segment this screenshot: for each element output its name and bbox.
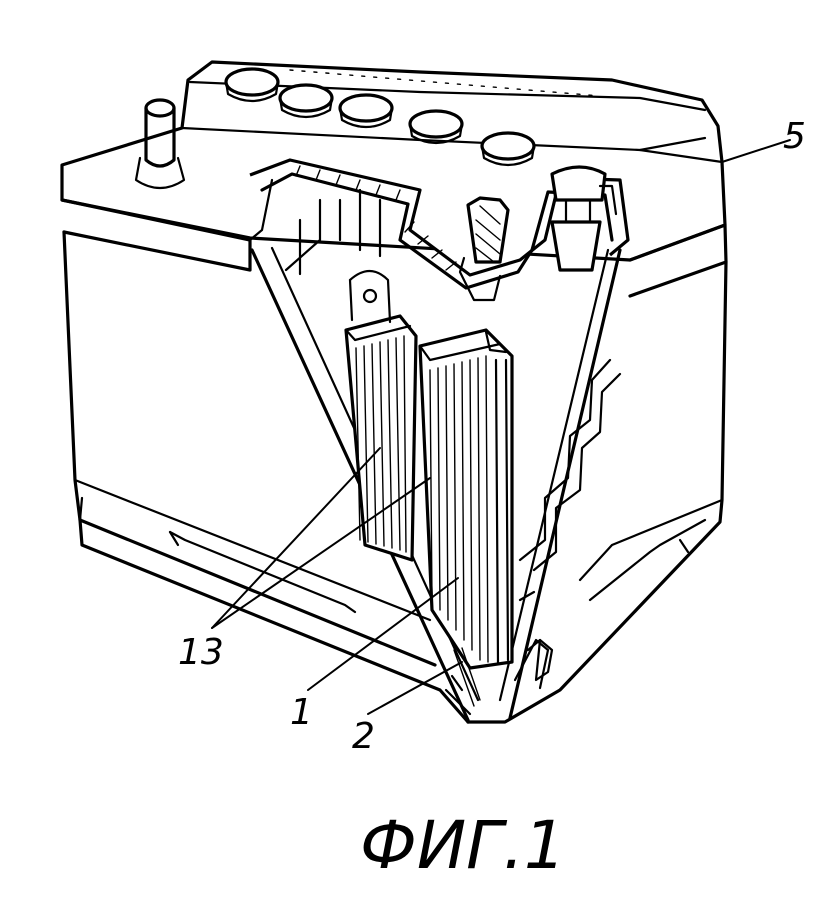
vent-cap-3	[338, 93, 394, 129]
leader-lines	[211, 139, 791, 715]
leader-2	[367, 661, 463, 715]
label-5: 5	[783, 116, 806, 157]
vent-cap-5	[480, 131, 536, 167]
leader-1	[307, 577, 459, 691]
label-2: 2	[352, 716, 375, 757]
vent-cap-1	[224, 67, 280, 103]
leader-5	[721, 139, 791, 163]
leader-13a	[211, 447, 381, 629]
terminal-post	[134, 98, 186, 190]
label-1: 1	[290, 692, 313, 733]
lid-section	[248, 158, 630, 302]
figure-caption: ФИГ.1	[360, 807, 566, 884]
label-13: 13	[178, 632, 224, 673]
vent-caps	[224, 67, 601, 167]
leader-13b	[211, 477, 431, 629]
vent-cap-4	[408, 109, 464, 145]
vent-cap-2	[278, 83, 334, 119]
